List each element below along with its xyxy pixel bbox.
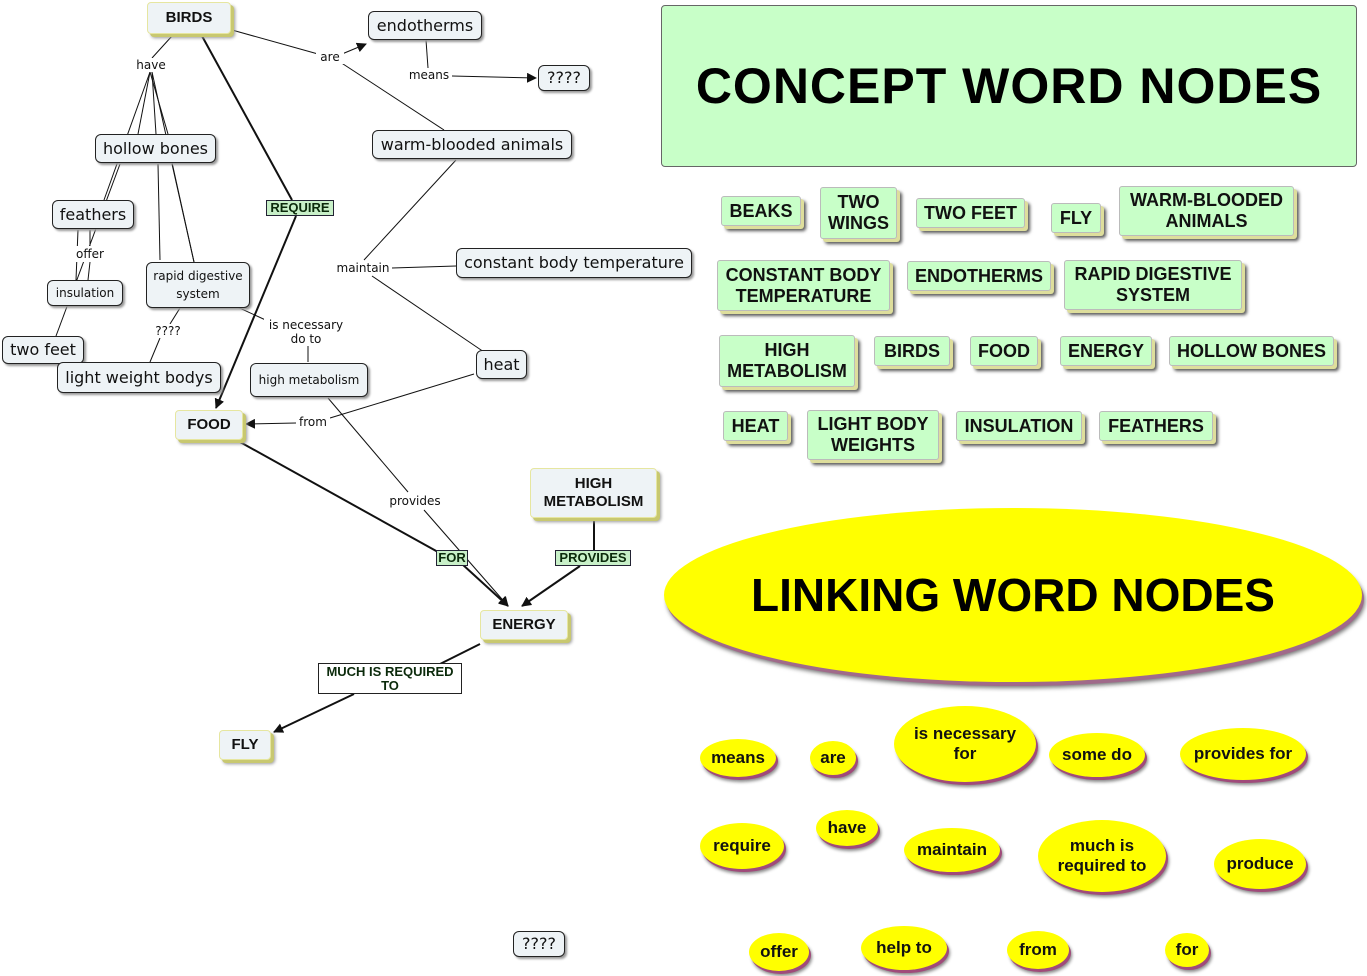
node-two-feet[interactable]: two feet (2, 336, 84, 364)
linking-item[interactable]: is necessary for (894, 706, 1036, 782)
link-have: have (134, 58, 168, 72)
concept-item[interactable]: FEATHERS (1099, 411, 1213, 441)
edge-are-warm (339, 61, 445, 131)
edge-heat-from (329, 373, 475, 419)
concept-item[interactable]: TWO FEET (916, 198, 1025, 228)
node-constant-body-temp[interactable]: constant body temperature (456, 248, 692, 278)
concept-item[interactable]: INSULATION (956, 411, 1082, 441)
linking-item[interactable]: for (1165, 933, 1209, 967)
concept-item[interactable]: ENDOTHERMS (907, 261, 1051, 291)
edge-for-energy (461, 563, 509, 607)
edge-from-food (245, 418, 297, 429)
link-offer: offer (74, 246, 106, 262)
edge-are-endotherms (341, 42, 367, 55)
linking-item[interactable]: from (1007, 931, 1069, 969)
edge-hollow-digestive (171, 163, 195, 263)
concept-panel-title: CONCEPT WORD NODES (661, 5, 1357, 167)
edge-have-hollow2 (137, 71, 151, 135)
concept-item[interactable]: ENERGY (1060, 336, 1152, 366)
edge-warm-maintain (363, 159, 457, 261)
edge-offer-insulation (87, 261, 91, 281)
edge-birds-have (151, 35, 173, 59)
concept-item[interactable]: BEAKS (721, 196, 801, 226)
edge-birds-are (231, 29, 319, 55)
linking-item[interactable]: means (700, 739, 776, 777)
linking-panel-title: LINKING WORD NODES (664, 508, 1362, 682)
link-are: are (316, 50, 344, 64)
node-birds[interactable]: BIRDS (147, 2, 231, 34)
link-is-necessary: is necessary do to (264, 318, 348, 346)
linking-item[interactable]: have (816, 810, 878, 846)
edge-food-for (239, 441, 439, 553)
linking-item[interactable]: maintain (904, 828, 1000, 872)
node-high-metabolism[interactable]: high metabolism (250, 363, 368, 397)
concept-item[interactable]: HEAT (723, 411, 788, 441)
linking-item[interactable]: provides for (1180, 728, 1306, 780)
concept-item[interactable]: CONSTANT BODY TEMPERATURE (717, 260, 890, 311)
node-fly[interactable]: FLY (219, 730, 271, 760)
concept-item[interactable]: WARM-BLOODED ANIMALS (1119, 186, 1294, 236)
node-hollow-bones[interactable]: hollow bones (95, 134, 216, 163)
edge-maintain-constant (391, 265, 457, 269)
node-energy[interactable]: ENERGY (480, 610, 568, 640)
concept-item[interactable]: BIRDS (874, 336, 950, 366)
linking-item[interactable]: are (810, 741, 856, 775)
linking-item[interactable]: much is required to (1038, 820, 1166, 892)
node-unknown-top[interactable]: ???? (538, 65, 590, 91)
concept-item[interactable]: HIGH METABOLISM (719, 335, 855, 387)
edge-require-food (214, 215, 297, 409)
linking-item[interactable]: offer (749, 933, 809, 971)
node-insulation[interactable]: insulation (47, 280, 123, 306)
link-maintain: maintain (334, 261, 392, 275)
node-feathers[interactable]: feathers (52, 200, 134, 229)
linking-item[interactable]: produce (1214, 839, 1306, 889)
edge-means-q (451, 72, 537, 83)
edge-endotherms-means (425, 39, 429, 69)
concept-item[interactable]: LIGHT BODY WEIGHTS (807, 410, 939, 460)
link-provides: provides (386, 493, 444, 508)
edge-hollow-light (157, 163, 161, 261)
linking-item[interactable]: some do (1049, 733, 1145, 777)
edge-digestive-q (169, 307, 181, 325)
node-light-weight[interactable]: light weight bodys (57, 362, 221, 393)
concept-item[interactable]: RAPID DIGESTIVE SYSTEM (1064, 260, 1242, 310)
node-food[interactable]: FOOD (175, 410, 243, 440)
link-for: FOR (436, 550, 468, 566)
linking-item[interactable]: require (700, 823, 784, 869)
node-high-metabolism-key[interactable]: HIGH METABOLISM (530, 468, 657, 518)
edge-provides2-energy (521, 565, 581, 607)
linking-item[interactable]: help to (861, 926, 947, 970)
edge-birds-require (201, 35, 293, 201)
concept-item[interactable]: TWO WINGS (820, 187, 897, 239)
link-much-required: MUCH IS REQUIRED TO (318, 663, 462, 694)
edge-much-fly (273, 693, 355, 733)
edge-energy-much (439, 643, 481, 665)
node-unknown-bottom[interactable]: ???? (513, 931, 565, 957)
link-provides-caps: PROVIDES (555, 550, 631, 566)
edge-metab-provides (327, 397, 409, 493)
node-rapid-digestive[interactable]: rapid digestive system (146, 262, 250, 308)
edge-have-digestive2 (149, 71, 169, 135)
node-warm-blooded[interactable]: warm-blooded animals (372, 130, 572, 159)
concept-item[interactable]: FLY (1051, 203, 1101, 233)
link-means: means (406, 68, 452, 82)
link-from: from (296, 415, 330, 429)
concept-item[interactable]: FOOD (970, 336, 1038, 366)
link-unknown: ???? (152, 324, 184, 338)
edge-q-light (149, 337, 161, 363)
node-heat[interactable]: heat (476, 350, 527, 379)
concept-item[interactable]: HOLLOW BONES (1169, 336, 1334, 366)
node-endotherms[interactable]: endotherms (368, 11, 482, 40)
link-require: REQUIRE (266, 200, 334, 216)
edge-maintain-heat (371, 275, 485, 353)
